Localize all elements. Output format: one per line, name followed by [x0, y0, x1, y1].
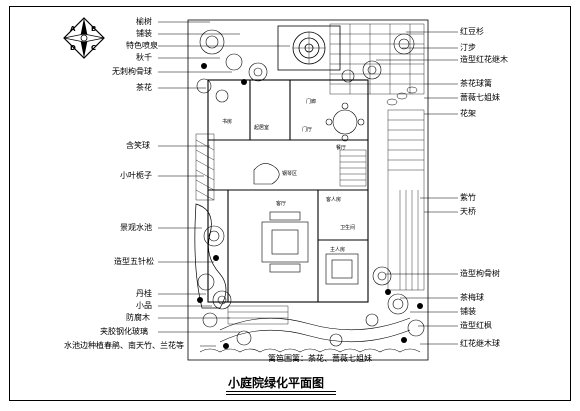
title-underline-thin: [226, 394, 336, 395]
leader-lines-right: [376, 31, 458, 345]
label-right-1: 汀步: [460, 43, 476, 52]
label-right-9: 茶梅球: [460, 293, 484, 302]
label-left-10: 丹桂: [136, 289, 152, 298]
label-right-4: 蔷薇七姐妹: [460, 93, 500, 102]
compass-a: A: [70, 25, 76, 33]
dining-table: [325, 102, 365, 142]
label-left-5: 茶花: [136, 83, 152, 92]
label-left-14: 水池边种植春鹃、南天竹、兰花等: [64, 341, 184, 350]
room-label-3: 主人房: [330, 247, 346, 253]
bottom-hedge: [199, 348, 421, 353]
label-left-1: 铺装: [136, 29, 152, 38]
label-right-11: 造型红枫: [460, 321, 492, 330]
dense-shrubs: [197, 63, 423, 349]
plants: [196, 29, 425, 347]
stairs: [339, 149, 367, 187]
fountain: [277, 25, 341, 71]
label-left-7: 小叶栀子: [120, 171, 152, 180]
label-left-12: 防腐木: [126, 313, 150, 322]
drawing-title: 小庭院绿化平面图: [228, 376, 325, 390]
room-label-0: 门廊: [306, 99, 317, 105]
room-label-8: 钢琴区: [282, 171, 298, 177]
room-label-1: 门厅: [302, 127, 313, 133]
label-right-3: 茶花球篱: [460, 79, 492, 88]
label-right-10: 铺装: [460, 307, 476, 316]
top-paving-grid: [329, 23, 425, 95]
wood-deck: [227, 305, 289, 325]
stepping-stones: [386, 86, 418, 106]
label-left-11: 小品: [136, 301, 152, 310]
drawing-frame: [9, 6, 571, 401]
piano: [253, 163, 280, 185]
site-boundary: [187, 19, 429, 361]
label-left-4: 无刺枸骨球: [112, 67, 152, 76]
label-left-9: 造型五针松: [114, 257, 154, 266]
leader-lines-left: [158, 21, 290, 347]
room-label-2: 客厅: [276, 201, 287, 207]
label-left-6: 含笑球: [126, 141, 150, 150]
label-left-0: 榆树: [136, 17, 152, 26]
label-right-2: 造型红花继木: [460, 55, 508, 64]
label-right-6: 紫竹: [460, 193, 476, 202]
label-left-3: 秋千: [136, 53, 152, 62]
bottom-walkway: [219, 317, 411, 331]
label-right-12: 红花继木球: [460, 339, 500, 348]
compass-d: D: [70, 44, 76, 52]
label-right-8: 造型枸骨树: [460, 269, 500, 278]
room-label-5: 客人房: [326, 197, 342, 203]
room-label-9: 书房: [222, 119, 233, 125]
compass-b: B: [91, 25, 97, 33]
label-right-0: 红豆杉: [460, 27, 484, 36]
sofa-set: [261, 211, 309, 273]
left-paving: [195, 133, 215, 201]
pergola: [387, 109, 425, 291]
label-left-13: 夹胶钢化玻璃: [100, 327, 148, 336]
room-label-7: 起居室: [254, 125, 270, 131]
label-right-5: 花架: [460, 109, 476, 118]
label-bottom-hedge: 篱笆围篱：茶花、蔷薇七姐妹: [268, 354, 372, 363]
label-left-8: 景观水池: [120, 223, 152, 232]
label-left-2: 特色喷泉: [126, 41, 158, 50]
bed: [325, 253, 359, 285]
label-right-7: 天桥: [460, 207, 476, 216]
water-pool: [194, 203, 227, 309]
title-underline: [226, 391, 336, 392]
compass-icon: A B C D: [62, 16, 106, 60]
compass-c: C: [91, 44, 97, 52]
room-label-4: 卫生间: [340, 225, 356, 231]
building: [207, 79, 369, 303]
room-label-6: 餐厅: [336, 145, 347, 151]
